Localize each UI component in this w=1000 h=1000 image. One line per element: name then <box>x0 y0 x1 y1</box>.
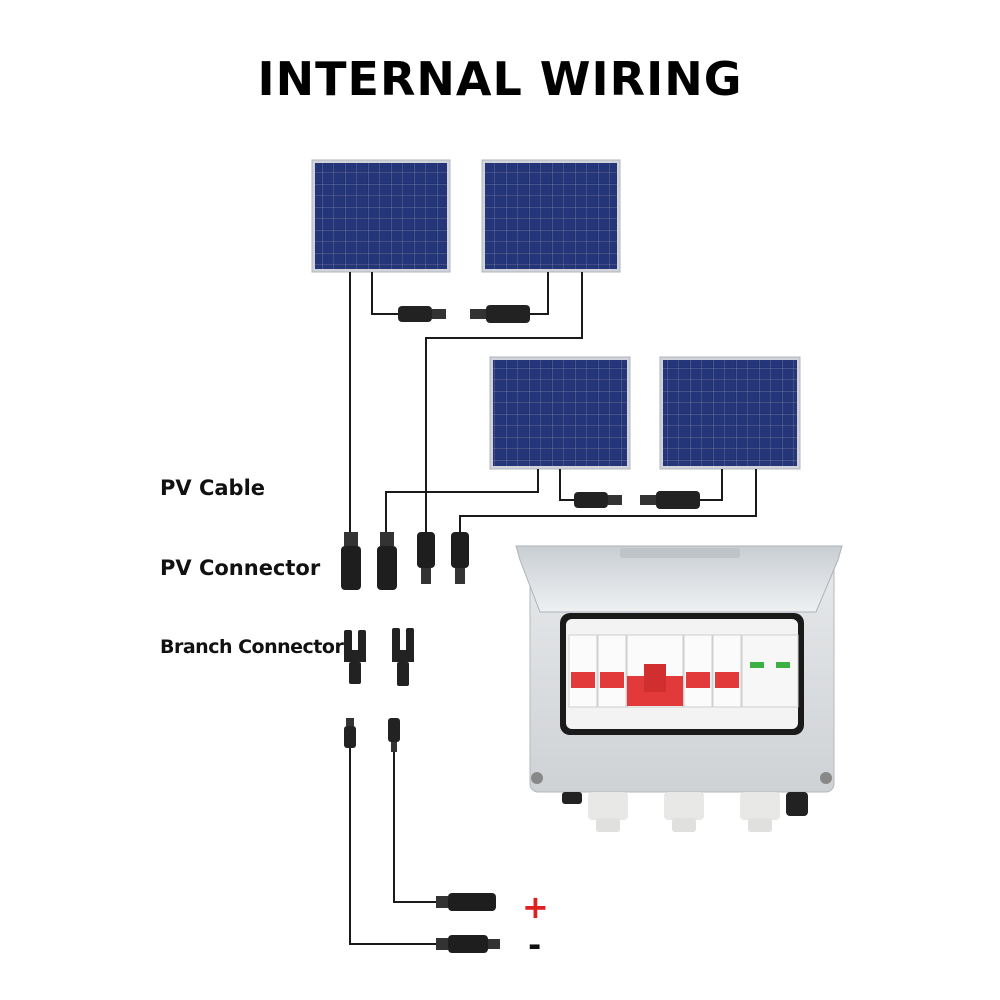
positive-terminal-sign: + <box>522 888 549 926</box>
pv-cable-label: PV Cable <box>160 476 266 500</box>
combiner-box <box>515 545 843 832</box>
mc4-connector-series-1 <box>398 306 446 322</box>
page-title: INTERNAL WIRING <box>257 52 743 106</box>
mc4-connector-series-2 <box>470 305 530 323</box>
output-connector-negative-top <box>344 718 356 748</box>
fuse-module-2 <box>597 634 627 708</box>
pv-connector-4 <box>451 532 469 584</box>
branch-connector-1 <box>344 630 366 684</box>
cable-gland-2 <box>664 792 704 832</box>
negative-terminal-sign: - <box>528 926 542 964</box>
solar-panel-1 <box>311 159 451 273</box>
pv-cables <box>349 272 757 945</box>
pv-connector-1 <box>341 532 361 590</box>
output-connector-negative <box>436 935 500 953</box>
surge-protector-module <box>741 634 799 708</box>
solar-panel-4 <box>659 356 801 470</box>
pv-connector-label: PV Connector <box>160 556 321 580</box>
solar-panel-3 <box>489 356 631 470</box>
branch-connector-label: Branch Connector <box>160 636 344 658</box>
dc-breaker-module <box>626 634 684 708</box>
output-connector-positive <box>436 893 496 911</box>
cable-gland-3 <box>740 792 780 832</box>
branch-connector-2 <box>392 628 414 686</box>
solar-panel-2 <box>481 159 621 273</box>
mc4-connector-series-4 <box>640 491 700 509</box>
fuse-module-4 <box>712 634 742 708</box>
cable-gland-1 <box>588 792 628 832</box>
pv-connector-2 <box>377 532 397 590</box>
fuse-module-1 <box>568 634 598 708</box>
output-connector-positive-top <box>388 718 400 752</box>
fuse-module-3 <box>683 634 713 708</box>
pv-connector-3 <box>417 532 435 584</box>
mc4-connector-series-3 <box>574 492 622 508</box>
